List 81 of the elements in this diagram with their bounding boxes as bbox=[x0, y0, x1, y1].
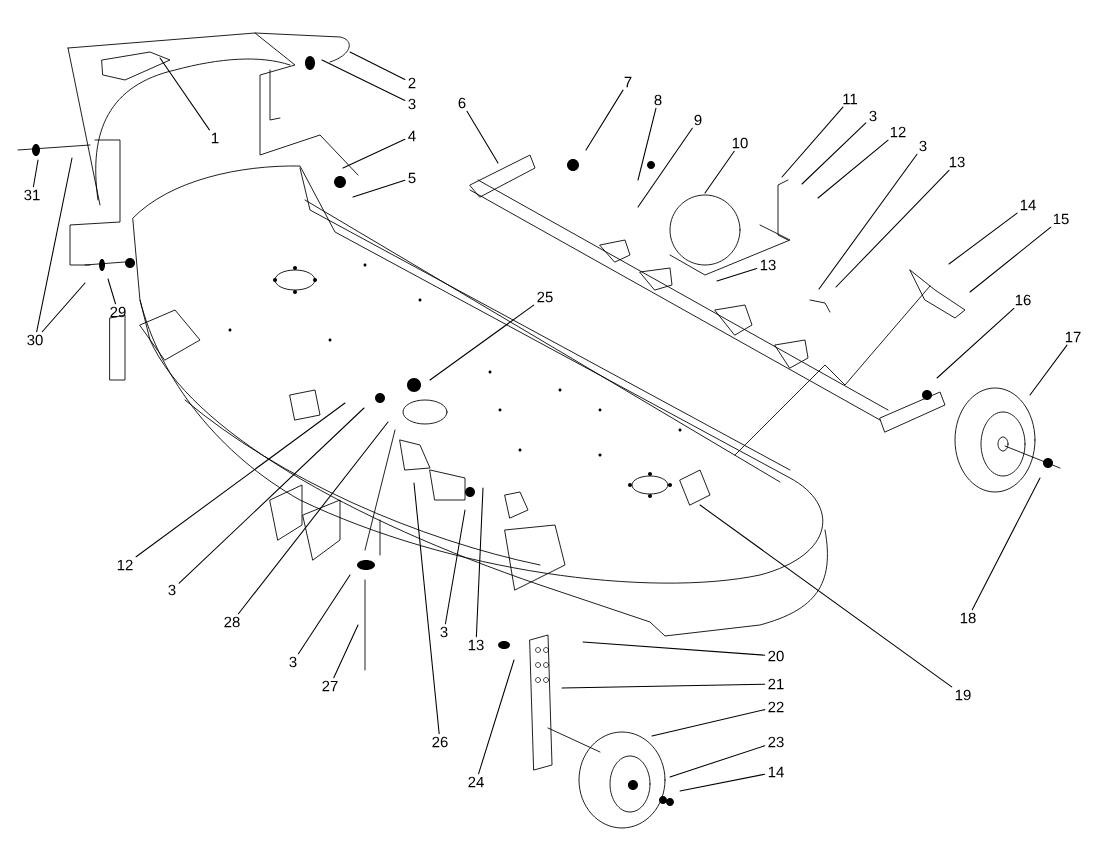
callout-number: 17 bbox=[1065, 331, 1081, 343]
leader-line bbox=[36, 157, 73, 333]
leader-line bbox=[444, 509, 466, 625]
leader-line bbox=[333, 624, 359, 679]
callout-number: 21 bbox=[768, 678, 784, 690]
leader-line bbox=[478, 659, 515, 775]
callout-number: 7 bbox=[624, 76, 632, 88]
callout-number: 31 bbox=[24, 189, 40, 201]
callout-number: 8 bbox=[654, 94, 662, 106]
callout-number: 16 bbox=[1015, 294, 1031, 306]
leader-line bbox=[716, 268, 758, 282]
leader-line bbox=[466, 110, 499, 164]
leader-line bbox=[159, 57, 210, 131]
callout-number: 24 bbox=[468, 776, 484, 788]
leader-line bbox=[475, 487, 484, 638]
callout-number: 18 bbox=[960, 612, 976, 624]
leader-line bbox=[637, 127, 693, 208]
callout-number: 9 bbox=[694, 114, 702, 126]
leader-line bbox=[699, 504, 953, 688]
leader-line bbox=[342, 138, 406, 169]
callout-number: 3 bbox=[919, 140, 927, 152]
leader-line bbox=[237, 421, 389, 615]
leader-line bbox=[948, 212, 1018, 265]
leader-line bbox=[107, 278, 117, 305]
callout-number: 12 bbox=[890, 126, 906, 138]
callout-number: 30 bbox=[27, 334, 43, 346]
leader-line bbox=[781, 106, 844, 178]
callout-number: 22 bbox=[768, 701, 784, 713]
callout-number: 3 bbox=[408, 98, 416, 110]
callout-number: 1 bbox=[212, 132, 219, 144]
leader-line bbox=[801, 122, 867, 185]
callout-number: 6 bbox=[458, 97, 466, 109]
callout-number: 28 bbox=[224, 616, 240, 628]
leader-line bbox=[817, 139, 889, 199]
callout-number: 25 bbox=[537, 291, 553, 303]
callout-number: 27 bbox=[322, 680, 338, 692]
callout-number: 4 bbox=[408, 130, 416, 142]
leader-line bbox=[835, 169, 950, 288]
callout-number: 23 bbox=[768, 736, 784, 748]
leader-line bbox=[349, 51, 406, 80]
callout-number: 10 bbox=[732, 137, 748, 149]
callout-number: 13 bbox=[760, 259, 776, 271]
leader-line bbox=[651, 709, 766, 737]
callout-number: 11 bbox=[843, 93, 858, 105]
callout-number: 3 bbox=[440, 626, 448, 638]
leader-line bbox=[32, 159, 39, 188]
leader-line bbox=[297, 574, 351, 655]
callout-number: 3 bbox=[289, 656, 297, 668]
callout-number: 29 bbox=[110, 306, 126, 318]
callout-number: 12 bbox=[117, 559, 133, 571]
leader-line bbox=[582, 641, 766, 656]
callout-number: 5 bbox=[408, 172, 416, 184]
callout-number: 13 bbox=[949, 156, 965, 168]
callout-number: 20 bbox=[768, 650, 784, 662]
leader-line bbox=[41, 282, 86, 333]
leader-line bbox=[413, 482, 440, 735]
leader-line bbox=[561, 683, 766, 689]
leader-line bbox=[135, 402, 346, 558]
leader-line bbox=[704, 150, 735, 194]
leader-line bbox=[429, 304, 535, 381]
callout-number: 3 bbox=[869, 110, 877, 122]
leader-line bbox=[637, 107, 657, 181]
leader-line bbox=[669, 745, 766, 778]
callout-number: 13 bbox=[468, 639, 484, 651]
callout-number: 14 bbox=[1020, 199, 1036, 211]
leader-line bbox=[818, 153, 918, 290]
leader-line bbox=[679, 773, 766, 792]
leader-line bbox=[321, 59, 406, 102]
callout-number: 26 bbox=[432, 736, 448, 748]
callout-number: 3 bbox=[168, 584, 176, 596]
leader-line bbox=[1029, 344, 1068, 396]
leader-line bbox=[969, 226, 1052, 293]
leader-line bbox=[936, 307, 1015, 379]
leader-line bbox=[352, 179, 406, 198]
leader-line bbox=[585, 89, 624, 151]
callout-number: 2 bbox=[408, 77, 416, 89]
callout-number: 15 bbox=[1053, 213, 1069, 225]
callout-number: 19 bbox=[955, 689, 971, 701]
leader-line bbox=[178, 407, 365, 584]
callout-number: 14 bbox=[768, 766, 784, 778]
leader-line bbox=[971, 477, 1041, 611]
